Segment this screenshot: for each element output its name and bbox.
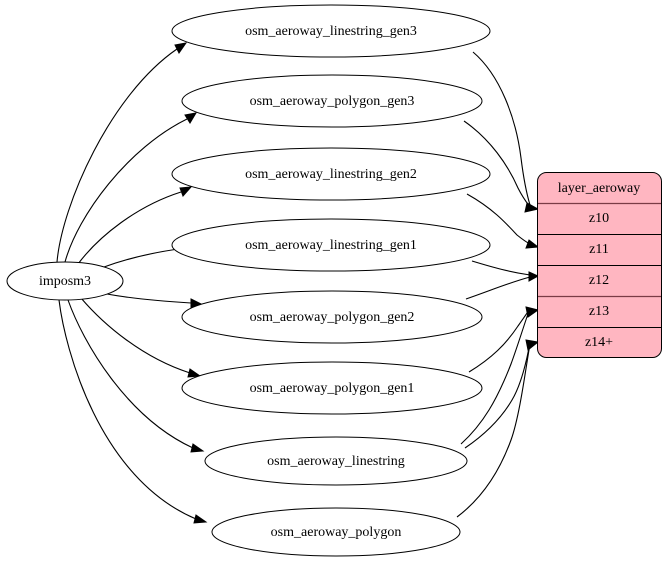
edge-linestring-gen1-to-z12 (471, 260, 531, 276)
edge-imposm3-to-linestring (67, 299, 194, 449)
edge-polygon-gen2-to-z12 (465, 276, 531, 300)
node-label: osm_aeroway_polygon_gen3 (250, 94, 415, 109)
ellipse-shape[interactable] (171, 147, 491, 201)
node-osm-aeroway-linestring[interactable]: osm_aeroway_linestring (204, 436, 468, 486)
node-label: osm_aeroway_polygon_gen1 (250, 381, 415, 396)
edge-imposm3-to-polygon (58, 299, 197, 520)
layer-header-label: layer_aeroway (558, 181, 640, 196)
layer-row-z10[interactable]: z10 (589, 211, 609, 226)
arrowhead-polygon-gen3 (184, 112, 197, 124)
node-label: osm_aeroway_linestring_gen3 (245, 24, 417, 39)
arrowhead-linestring (190, 443, 205, 453)
edge-imposm3-to-linestring-gen3 (56, 48, 178, 263)
arrowhead-linestring-gen3 (174, 42, 188, 54)
node-osm-aeroway-linestring-gen1[interactable]: osm_aeroway_linestring_gen1 (171, 218, 491, 272)
arrowhead-polygon-gen1 (187, 368, 202, 378)
node-osm-aeroway-polygon-gen3[interactable]: osm_aeroway_polygon_gen3 (181, 74, 483, 128)
edge-imposm3-to-polygon-gen2 (106, 293, 192, 304)
arrowhead-z11 (525, 239, 540, 249)
ellipse-shape[interactable] (181, 290, 483, 344)
node-osm-aeroway-polygon-gen1[interactable]: osm_aeroway_polygon_gen1 (181, 361, 483, 415)
node-label: osm_aeroway_linestring (267, 454, 405, 469)
arrowhead-z13 (525, 306, 540, 318)
edge-imposm3-to-linestring-gen1 (103, 247, 187, 268)
arrowhead-polygon (193, 514, 208, 524)
ellipse-shape[interactable] (204, 436, 468, 486)
ellipse-shape[interactable] (181, 361, 483, 415)
arrowhead-z12 (528, 271, 540, 282)
arrowhead-linestring-gen2 (179, 186, 193, 197)
layer-row-z14[interactable]: z14+ (585, 335, 613, 350)
layer-row-z13[interactable]: z13 (589, 304, 609, 319)
node-osm-aeroway-polygon[interactable]: osm_aeroway_polygon (211, 507, 461, 557)
imposm3-label: imposm3 (39, 274, 91, 289)
edge-linestring-to-z14 (464, 341, 531, 449)
node-osm-aeroway-linestring-gen3[interactable]: osm_aeroway_linestring_gen3 (171, 4, 491, 58)
node-label: osm_aeroway_linestring_gen2 (245, 167, 417, 182)
node-imposm3[interactable]: imposm3 (6, 261, 124, 301)
ellipse-shape[interactable] (171, 218, 491, 272)
node-label: osm_aeroway_linestring_gen1 (245, 238, 417, 253)
arrowhead-z10 (524, 202, 540, 213)
arrowhead-z14 (525, 339, 540, 351)
edge-imposm3-to-polygon-gen1 (80, 297, 191, 374)
node-label: osm_aeroway_polygon_gen2 (250, 310, 415, 325)
edge-linestring-gen3-to-z10 (472, 51, 531, 206)
imposm3-ellipse[interactable] (6, 261, 124, 301)
edge-linestring-gen2-to-z11 (466, 193, 531, 245)
node-layer-aeroway[interactable]: layer_aeroway z10 z11 z12 z13 z14+ (537, 172, 662, 358)
edge-imposm3-to-linestring-gen2 (77, 191, 182, 265)
ellipse-shape[interactable] (181, 74, 483, 128)
edge-group-tables-to-layer (456, 51, 540, 518)
ellipse-shape[interactable] (171, 4, 491, 58)
node-label: osm_aeroway_polygon (271, 525, 402, 540)
node-osm-aeroway-polygon-gen2[interactable]: osm_aeroway_polygon_gen2 (181, 290, 483, 344)
edge-imposm3-to-polygon-gen3 (64, 118, 188, 263)
edge-linestring-to-z13 (460, 310, 530, 445)
edge-polygon-to-z14 (456, 343, 531, 518)
layer-row-z11[interactable]: z11 (589, 242, 609, 257)
ellipse-shape[interactable] (211, 507, 461, 557)
layer-row-z12[interactable]: z12 (589, 273, 609, 288)
node-osm-aeroway-linestring-gen2[interactable]: osm_aeroway_linestring_gen2 (171, 147, 491, 201)
